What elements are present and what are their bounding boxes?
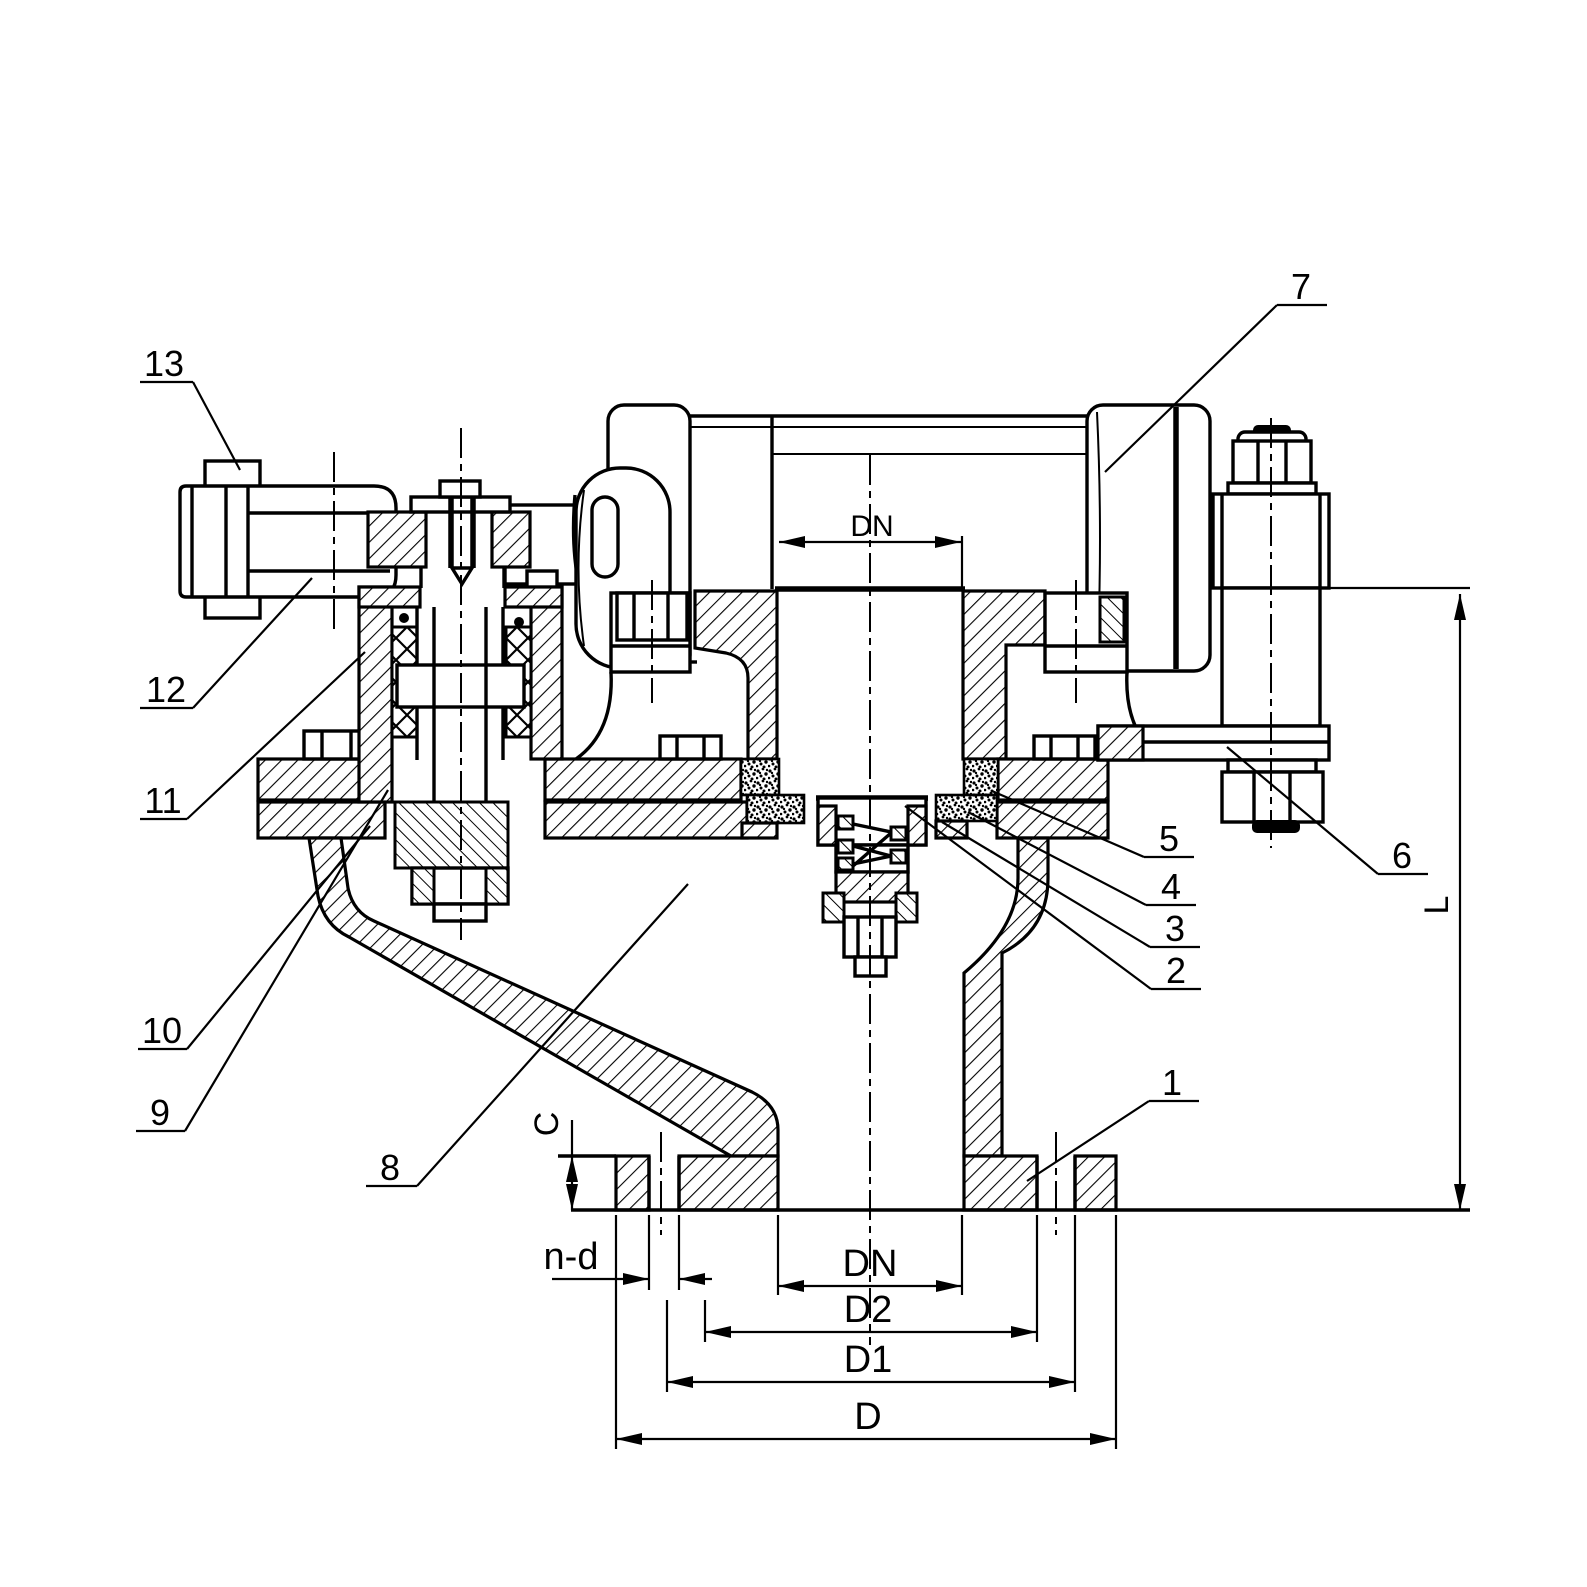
svg-text:D2: D2 [844,1289,893,1331]
svg-text:7: 7 [1291,266,1311,307]
svg-text:4: 4 [1161,866,1181,907]
svg-text:11: 11 [144,780,181,821]
svg-text:5: 5 [1159,818,1179,859]
svg-text:9: 9 [150,1092,170,1133]
svg-text:13: 13 [144,343,184,384]
svg-text:1: 1 [1162,1062,1182,1103]
svg-text:L: L [1418,896,1456,915]
svg-text:2: 2 [1166,950,1186,991]
svg-text:DN: DN [850,510,893,543]
svg-text:8: 8 [380,1147,400,1188]
svg-text:DN: DN [843,1243,898,1285]
svg-text:12: 12 [146,669,186,710]
svg-text:6: 6 [1392,835,1412,876]
svg-text:n-d: n-d [544,1236,599,1278]
svg-text:3: 3 [1165,908,1185,949]
svg-text:D: D [854,1396,881,1438]
svg-text:D1: D1 [844,1339,893,1381]
svg-text:C: C [528,1112,566,1137]
svg-text:10: 10 [142,1010,182,1051]
